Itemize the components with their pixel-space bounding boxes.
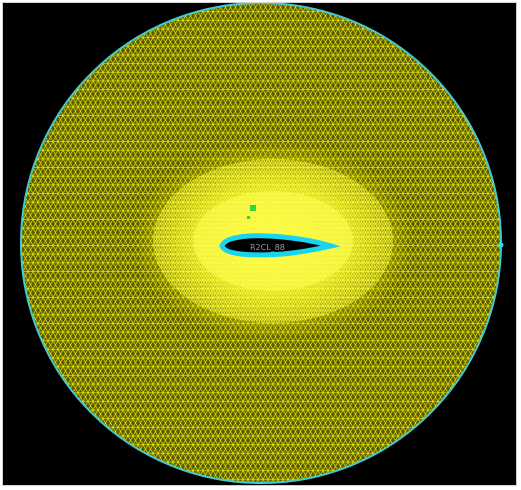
- small-marker: [247, 205, 256, 219]
- far-field-marker: [498, 242, 504, 248]
- airfoil-outline: [219, 233, 341, 258]
- mesh-viewport: R2CL_88: [2, 2, 517, 486]
- airfoil-label: R2CL_88: [250, 243, 285, 252]
- mesh-canvas: R2CL_88: [20, 3, 504, 484]
- airfoil: R2CL_88: [219, 233, 341, 258]
